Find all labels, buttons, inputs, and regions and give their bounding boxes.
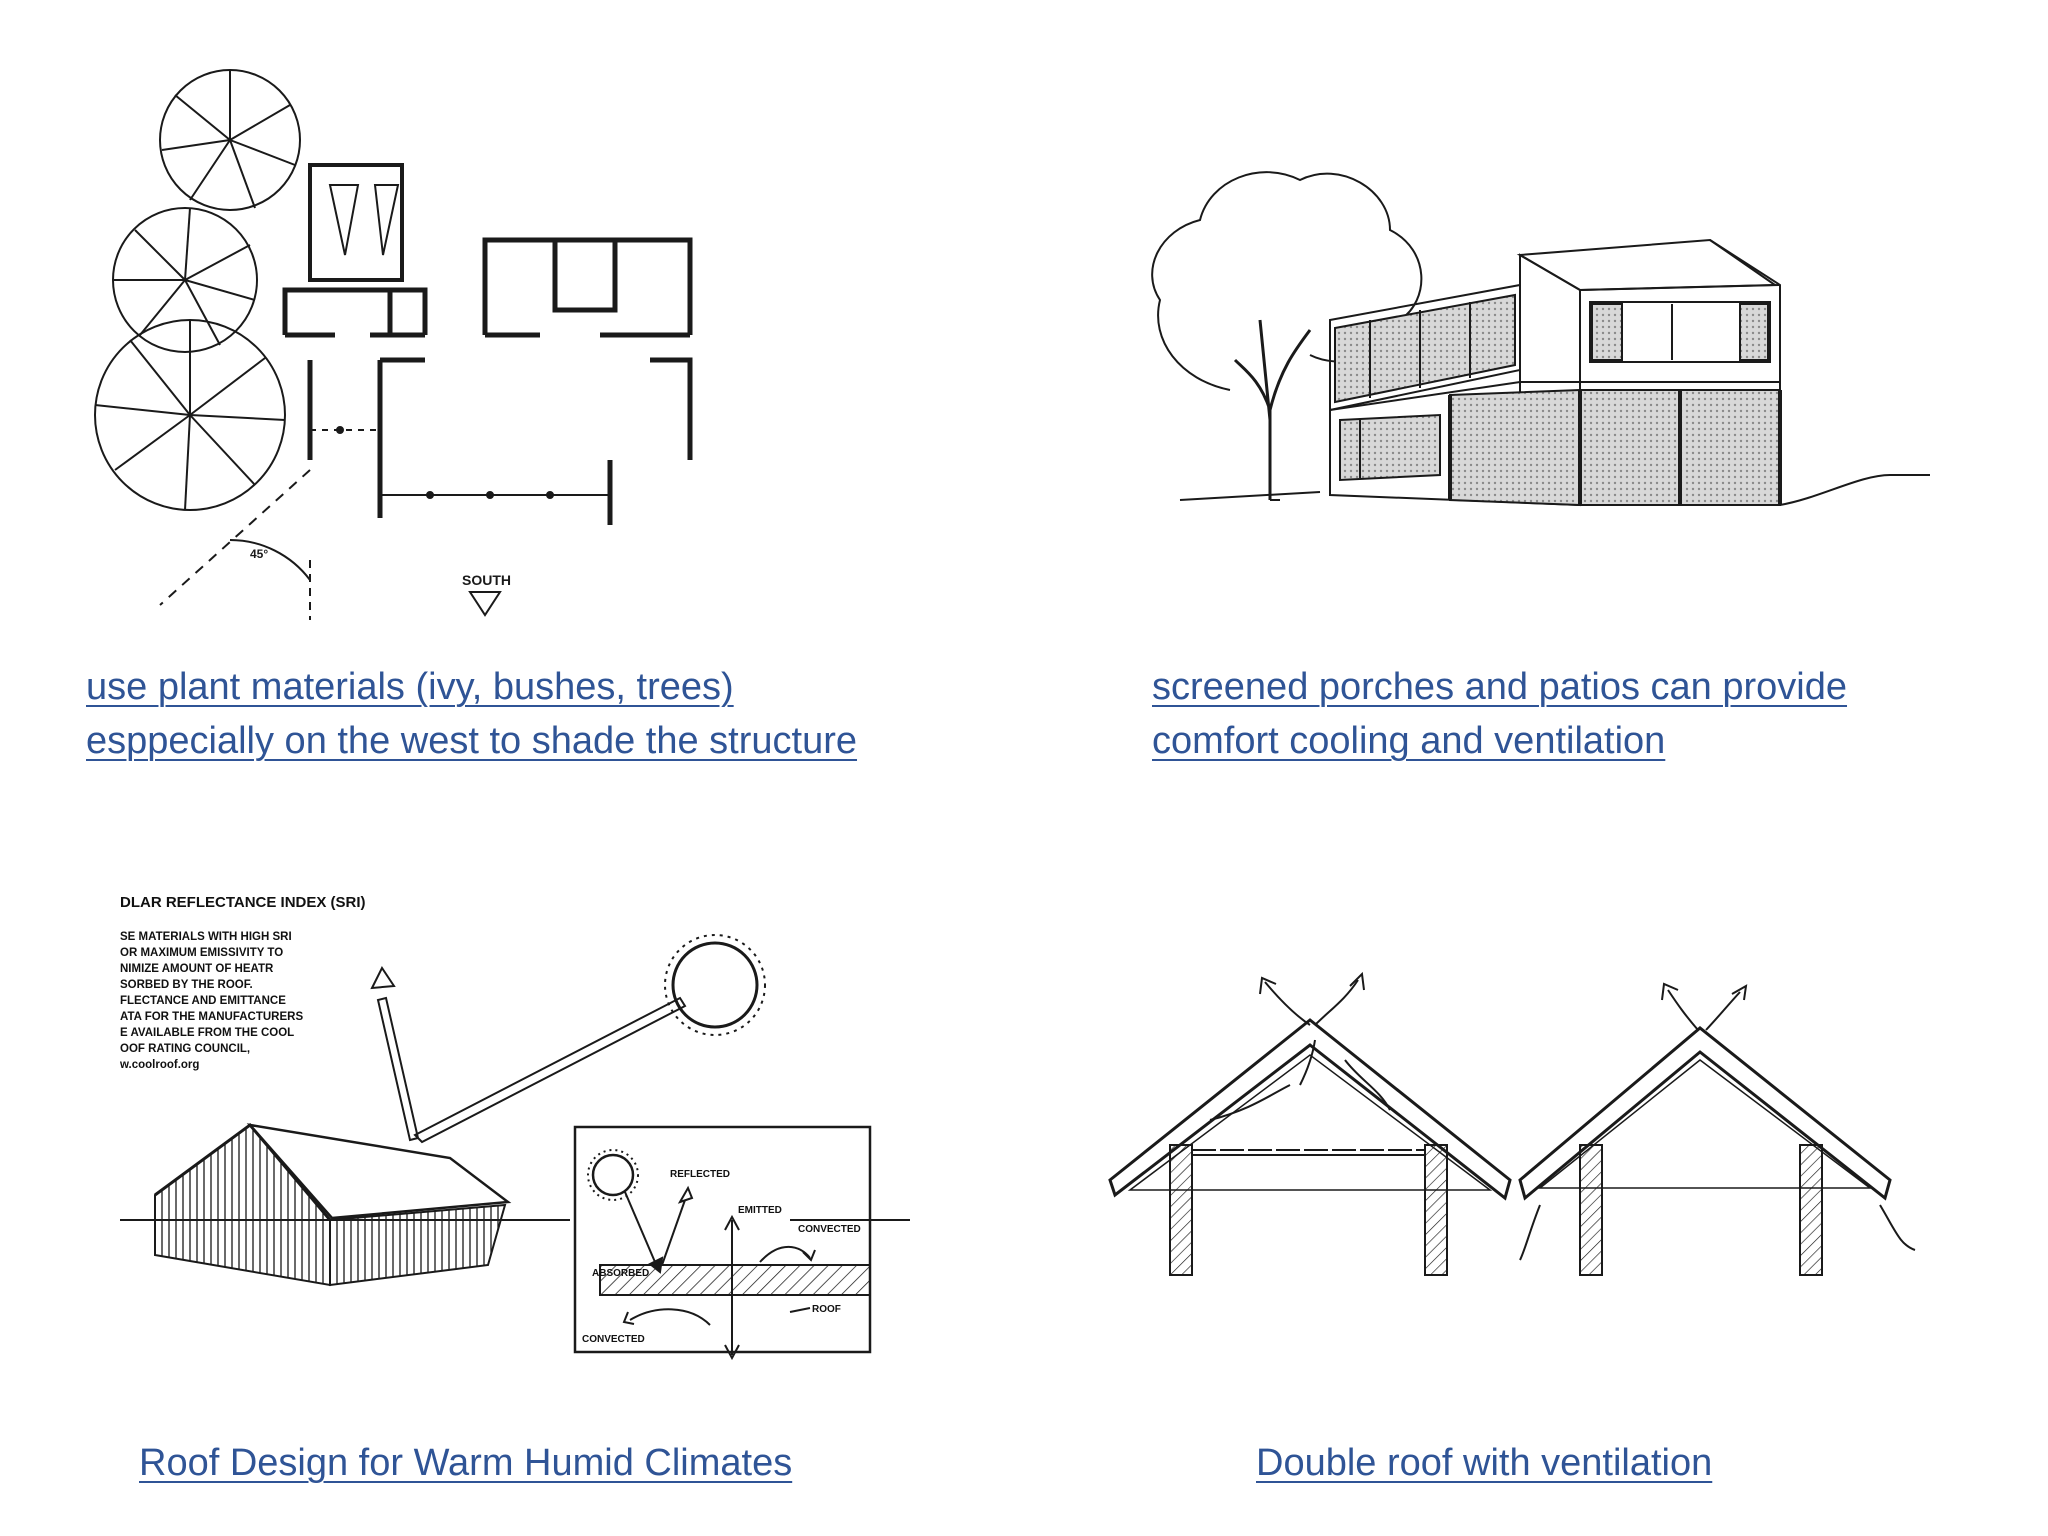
convected-top-label: CONVECTED — [798, 1224, 861, 1235]
plants-caption-line-2: esppecially on the west to shade the str… — [86, 720, 858, 762]
double-roof-section-right — [1518, 982, 1916, 1276]
sri-body-line: E AVAILABLE FROM THE COOL — [120, 1027, 294, 1039]
roof-design-caption-link[interactable]: Roof Design for Warm Humid Climates — [139, 1436, 792, 1490]
sri-body-line: OOF RATING COUNCIL, — [120, 1043, 250, 1055]
absorbed-label: ABSORBED — [592, 1268, 649, 1279]
house-roof — [246, 1123, 512, 1220]
roof-design-caption: Roof Design for Warm Humid Climates — [139, 1442, 793, 1484]
porches-caption-link[interactable]: screened porches and patios can provide … — [1152, 660, 1847, 768]
sri-body-line: OR MAXIMUM EMISSIVITY TO — [120, 947, 283, 959]
sun-icon — [664, 934, 766, 1036]
site-plan-diagram: 45° SOUTH — [94, 69, 693, 620]
reflected-arrow-icon — [370, 966, 396, 990]
sri-body-line: ATA FOR THE MANUFACTURERS — [120, 1011, 303, 1023]
tree-canopy-bottom — [94, 319, 286, 511]
tree-canopy-middle — [112, 207, 258, 353]
double-roof-caption: Double roof with ventilation — [1256, 1442, 1713, 1484]
sri-body-line: FLECTANCE AND EMITTANCE — [120, 995, 286, 1007]
sri-roof-diagram: DLAR REFLECTANCE INDEX (SRI) SE MATERIAL… — [119, 894, 910, 1360]
sri-body-line: w.coolroof.org — [119, 1059, 199, 1071]
inset-labels: REFLECTED EMITTED CONVECTED ABSORBED ROO… — [582, 1169, 861, 1345]
sri-body-line: SE MATERIALS WITH HIGH SRI — [120, 931, 292, 943]
sri-body-line: SORBED BY THE ROOF. — [120, 979, 253, 991]
convected-bottom-label: CONVECTED — [582, 1334, 645, 1345]
south-arrow-icon — [468, 591, 502, 617]
plants-caption-link[interactable]: use plant materials (ivy, bushes, trees)… — [86, 660, 857, 768]
porches-caption-line-2: comfort cooling and ventilation — [1152, 720, 1666, 762]
emitted-label: EMITTED — [738, 1205, 782, 1216]
double-roof-section-left — [1108, 971, 1512, 1276]
sri-body-line: NIMIZE AMOUNT OF HEATR — [120, 963, 274, 975]
porches-caption-line-1: screened porches and patios can provide — [1152, 666, 1848, 708]
south-label: SOUTH — [462, 572, 511, 588]
roof-label: ROOF — [812, 1304, 841, 1315]
inset-detail-box — [573, 1125, 872, 1354]
reflected-label: REFLECTED — [670, 1169, 730, 1180]
tree-canopy-top — [159, 69, 301, 211]
plants-caption-line-1: use plant materials (ivy, bushes, trees) — [86, 666, 734, 708]
angle-label: 45° — [250, 547, 268, 561]
sri-title: DLAR REFLECTANCE INDEX (SRI) — [120, 894, 366, 911]
screened-porch-house-drawing — [1151, 171, 1930, 507]
sri-body-text: SE MATERIALS WITH HIGH SRI OR MAXIMUM EM… — [119, 931, 303, 1071]
floor-plan-walls — [282, 163, 693, 525]
double-roof-caption-link[interactable]: Double roof with ventilation — [1256, 1436, 1712, 1490]
double-roof-sections-drawing — [1108, 971, 1916, 1276]
